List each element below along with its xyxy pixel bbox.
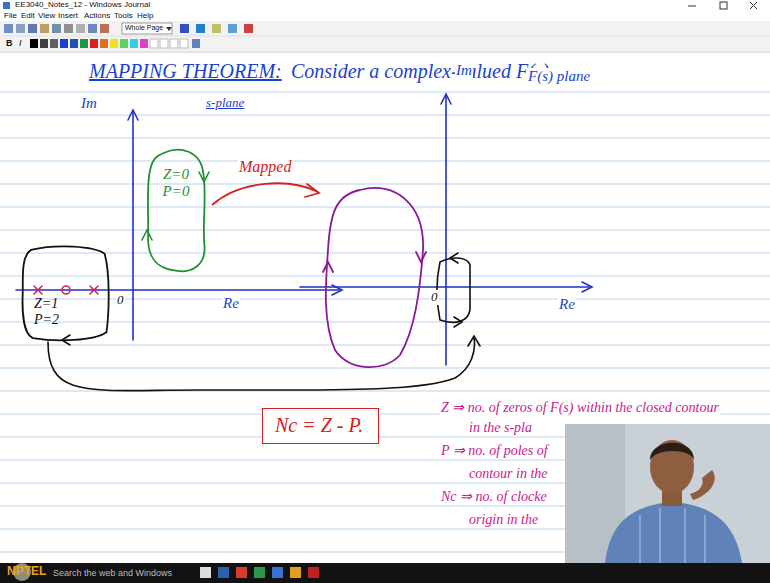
menu-bar	[0, 11, 770, 21]
heading-text: Consider a complex-valued F(s).	[290, 60, 555, 83]
search-box-text: Search the web and Windows	[52, 568, 173, 578]
definition-note: origin in the	[468, 512, 539, 528]
formula-box: Nc = Z - P.	[262, 408, 379, 444]
definition-note: Nc ⇒ no. of clocke	[440, 489, 548, 505]
menu-item: Insert	[57, 11, 79, 20]
pole-zero-marks	[34, 286, 98, 294]
window-title: EE3040_Notes_12 - Windows Journal	[14, 0, 151, 9]
menu-item: View	[37, 11, 56, 20]
italic-button: I	[18, 38, 23, 48]
contour-text: Z=0 P=0	[163, 166, 190, 201]
definition-note: contour in the	[468, 466, 549, 482]
s-plane-axes	[16, 110, 342, 340]
menu-item: Actions	[83, 11, 111, 20]
app-icon	[3, 2, 10, 9]
origin-label: 0	[116, 293, 125, 308]
definition-note: P ⇒ no. of poles of	[440, 443, 549, 459]
contour-text: Nc = Z - P.	[275, 414, 366, 437]
ruled-lines	[0, 92, 770, 552]
bold-button: B	[5, 38, 14, 48]
f-plane-axes	[300, 94, 592, 365]
contour-text: Z=1 P=2	[34, 296, 59, 328]
menu-item: Edit	[20, 11, 36, 20]
toolbar-icons	[4, 23, 253, 34]
mapping-curve	[48, 335, 480, 391]
contour-path	[23, 246, 109, 340]
mapping-label: Mapped	[238, 158, 292, 176]
color-swatches	[30, 39, 200, 48]
toolbar	[0, 21, 770, 51]
contour-outline	[20, 244, 112, 342]
zoom-box-text: Whole Page	[124, 24, 164, 32]
plane-label: s-plane	[205, 96, 245, 111]
definition-note: Z ⇒ no. of zeros of F(s) within the clos…	[440, 400, 720, 416]
mapped-small-contour	[437, 253, 470, 327]
axis-label: Re	[558, 296, 576, 313]
toolbar-divider	[0, 36, 770, 37]
s-plane-contour: Z=0 P=0	[145, 148, 207, 274]
axis-label: Im	[80, 95, 98, 112]
mapped-contour	[323, 188, 426, 367]
s-plane-contour: Z=1 P=2	[20, 244, 112, 342]
menu-item: File	[3, 11, 18, 20]
contour-arrows	[142, 172, 209, 240]
page-edge	[0, 52, 770, 53]
logo-text: NPTEL	[6, 565, 47, 579]
window-controls	[688, 2, 757, 9]
plane-label: F(s) plane	[527, 68, 591, 85]
heading: MAPPING THEOREM:	[88, 60, 283, 83]
menu-item: Help	[136, 11, 154, 20]
definition-note: in the s-pla	[468, 420, 533, 436]
menu-item: Tools	[113, 11, 134, 20]
axis-label: Im	[455, 62, 473, 79]
arrowhead	[305, 184, 319, 197]
mapping-arrow	[212, 183, 318, 205]
origin-label: 0	[430, 290, 439, 305]
taskbar	[0, 563, 770, 583]
contour-path	[148, 150, 205, 271]
axis-label: Re	[222, 295, 240, 312]
title-bar	[0, 0, 770, 11]
instructor-video	[565, 424, 770, 563]
